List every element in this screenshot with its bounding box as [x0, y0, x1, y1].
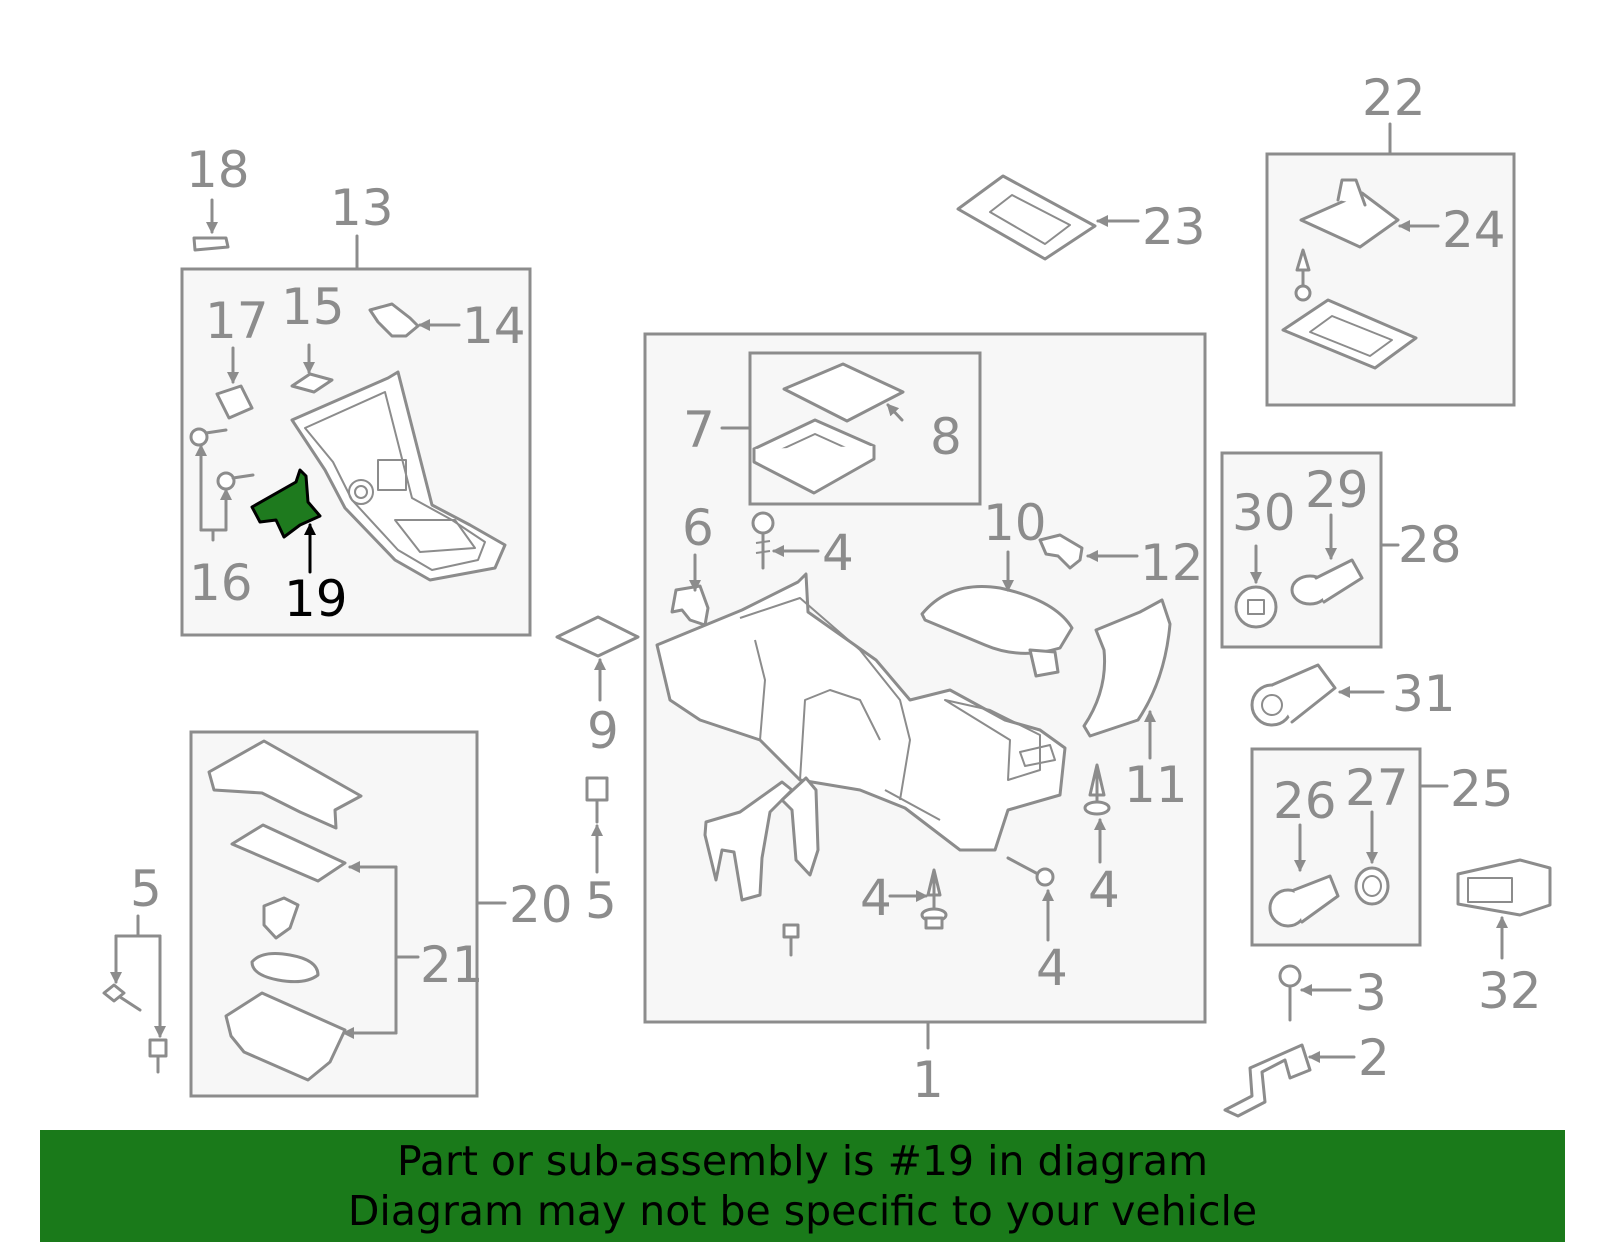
- bolt-small-1: [782, 923, 800, 957]
- retainer-14: [368, 302, 420, 338]
- screw-4-top: [751, 511, 775, 570]
- callout-13: 13: [330, 179, 394, 237]
- cap-27: [1354, 866, 1390, 906]
- callout-23: 23: [1142, 198, 1206, 256]
- callout-18: 18: [186, 141, 250, 199]
- screw-4-mid: [920, 868, 948, 930]
- outlet-31: [1250, 663, 1337, 727]
- callout-26: 26: [1273, 772, 1337, 830]
- callout-20: 20: [509, 876, 573, 934]
- callout-21: 21: [420, 936, 484, 994]
- bolt-5-left: [102, 983, 142, 1012]
- callout-4-mid: 4: [860, 869, 892, 927]
- cap-30: [1234, 585, 1278, 629]
- callout-32: 32: [1478, 962, 1542, 1020]
- info-banner: Part or sub-assembly is #19 in diagram D…: [40, 1130, 1565, 1242]
- screw-3: [1278, 964, 1302, 1022]
- callout-5-center: 5: [585, 872, 617, 930]
- socket-26: [1268, 874, 1340, 928]
- callout-6: 6: [682, 499, 714, 557]
- pad-9: [555, 615, 640, 658]
- armrest-10: [920, 584, 1074, 678]
- bracket-2: [1223, 1043, 1312, 1118]
- callout-15: 15: [281, 278, 345, 336]
- socket-29: [1290, 558, 1364, 606]
- screw-22: [1294, 248, 1312, 302]
- callout-17: 17: [205, 292, 269, 350]
- callout-11: 11: [1124, 756, 1188, 814]
- banner-line-disclaimer: Diagram may not be specific to your vehi…: [347, 1187, 1258, 1235]
- callout-2: 2: [1358, 1029, 1390, 1087]
- finish-panel-13: [290, 370, 507, 582]
- callout-19: 19: [284, 570, 348, 628]
- callout-29: 29: [1305, 461, 1369, 519]
- callout-4-right: 4: [1088, 861, 1120, 919]
- bracket-inner-1: [703, 776, 820, 902]
- callout-4-top: 4: [822, 524, 854, 582]
- tray-7: [752, 418, 876, 495]
- bracket-6: [670, 584, 710, 627]
- callout-22: 22: [1362, 69, 1426, 127]
- callout-3: 3: [1355, 964, 1387, 1022]
- callout-25: 25: [1450, 760, 1514, 818]
- callout-24: 24: [1442, 201, 1506, 259]
- callout-8: 8: [930, 408, 962, 466]
- pad-17: [215, 384, 254, 420]
- callout-10: 10: [983, 494, 1047, 552]
- group-box-22: [1265, 152, 1516, 407]
- console-assembly-1: [655, 572, 1067, 852]
- trim-panel-11: [1082, 598, 1172, 738]
- highlighted-part-19: [250, 468, 322, 539]
- banner-line-part-number: Part or sub-assembly is #19 in diagram: [396, 1137, 1209, 1185]
- pocket-21: [207, 739, 363, 1082]
- screw-16-lower: [216, 471, 255, 491]
- mat-8: [782, 362, 905, 423]
- callout-12: 12: [1140, 534, 1204, 592]
- screw-4-right: [1083, 763, 1111, 816]
- callout-30: 30: [1232, 484, 1296, 542]
- bezel-23: [956, 174, 1097, 261]
- callout-1: 1: [912, 1051, 944, 1109]
- callout-7: 7: [683, 401, 715, 459]
- callout-9: 9: [587, 702, 619, 760]
- callout-4-bottom: 4: [1036, 939, 1068, 997]
- callout-5-left: 5: [130, 860, 162, 918]
- callout-31: 31: [1392, 665, 1456, 723]
- screw-4-angled: [1006, 856, 1055, 887]
- callout-27: 27: [1345, 759, 1409, 817]
- module-32: [1456, 858, 1552, 917]
- bolt-5-center: [585, 776, 609, 824]
- callout-14: 14: [462, 297, 526, 355]
- clip-12: [1038, 533, 1084, 570]
- bolt-5-right: [148, 1038, 168, 1074]
- bezel-22: [1281, 298, 1418, 370]
- pin-18: [192, 236, 230, 252]
- clip-15: [290, 372, 334, 394]
- callout-28: 28: [1398, 516, 1462, 574]
- callout-16: 16: [189, 554, 253, 612]
